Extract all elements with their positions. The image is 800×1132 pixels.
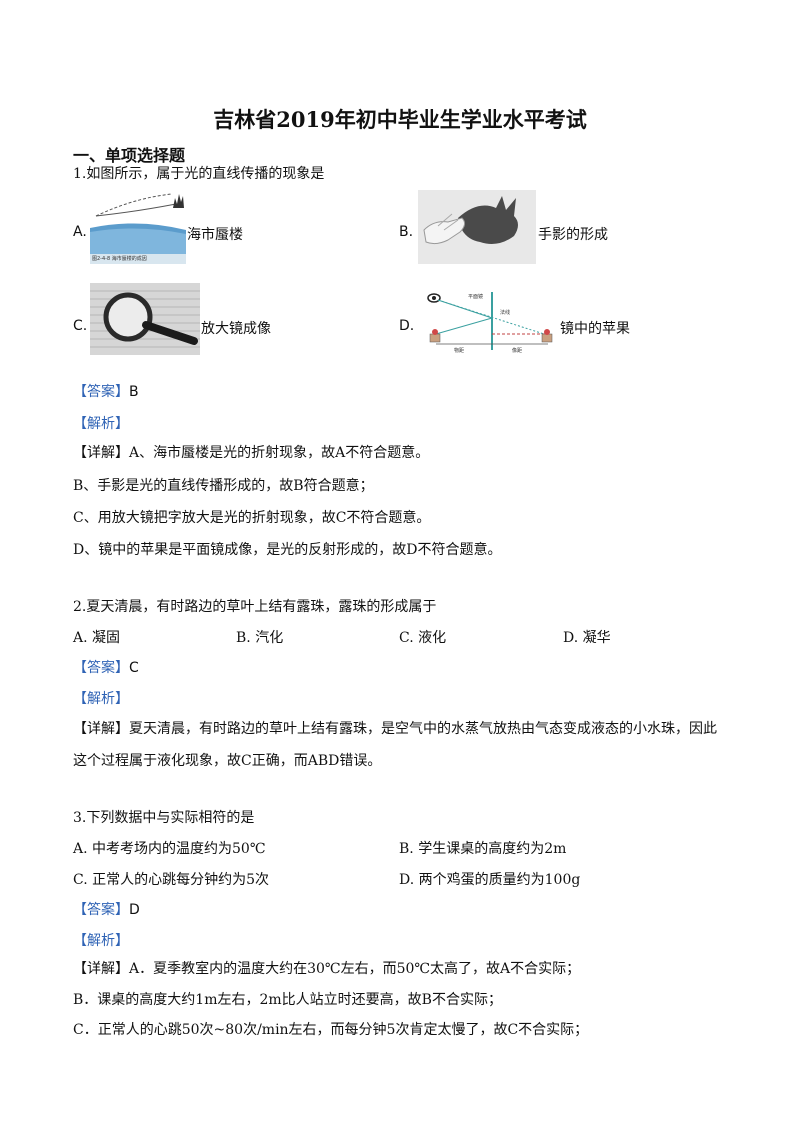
answer-tag: 【答案】: [73, 384, 129, 400]
q2-option-a: A. 凝固: [73, 630, 121, 646]
answer-value: C: [129, 660, 139, 676]
q2-option-c: C. 液化: [399, 630, 447, 646]
q3-stem: 3.下列数据中与实际相符的是: [73, 810, 255, 826]
q1-explain-line: C、用放大镜把字放大是光的折射现象，故C不符合题意。: [73, 510, 431, 526]
object-distance-label: 物距: [454, 347, 464, 354]
hand-shadow-image: [418, 190, 536, 264]
q1-explain-line: D、镜中的苹果是平面镜成像，是光的反射形成的，故D不符合题意。: [73, 542, 502, 558]
q1-option-b-label: 手影的形成: [538, 227, 608, 243]
mirror-apple-diagram: 平面镜 法线 物距 像距: [424, 288, 558, 356]
q2-answer: 【答案】C: [73, 657, 139, 677]
q2-explain-line: 【详解】夏天清晨，有时路边的草叶上结有露珠，是空气中的水蒸气放热由气态变成液态的…: [73, 721, 717, 737]
q2-analysis-tag: 【解析】: [73, 691, 129, 707]
q1-option-c-letter: C.: [73, 318, 88, 334]
q1-option-d-label: 镜中的苹果: [560, 321, 630, 337]
q3-answer: 【答案】D: [73, 899, 140, 919]
q1-explain-line: 【详解】A、海市蜃楼是光的折射现象，故A不符合题意。: [73, 445, 430, 461]
q2-option-d: D. 凝华: [563, 630, 611, 646]
answer-value: D: [129, 902, 140, 918]
q1-analysis-tag: 【解析】: [73, 416, 129, 432]
q3-explain-line: 【详解】A．夏季教室内的温度大约在30℃左右，而50℃太高了，故A不合实际；: [73, 961, 581, 977]
q3-option-c: C. 正常人的心跳每分钟约为5次: [73, 872, 270, 888]
q2-explain-line: 这个过程属于液化现象，故C正确，而ABD错误。: [73, 753, 382, 769]
mirage-caption: 图2-4-8 海市蜃楼的成因: [92, 256, 147, 262]
q2-stem: 2.夏天清晨，有时路边的草叶上结有露珠，露珠的形成属于: [73, 599, 437, 615]
normal-label: 法线: [500, 309, 510, 316]
q2-option-b: B. 汽化: [236, 630, 284, 646]
answer-tag: 【答案】: [73, 902, 129, 918]
answer-value: B: [129, 384, 139, 400]
magnifier-image: [90, 283, 200, 355]
image-distance-label: 像距: [512, 347, 522, 354]
section-heading: 一、单项选择题: [73, 146, 186, 165]
q3-explain-line: C．正常人的心跳50次~80次/min左右，而每分钟5次肯定太慢了，故C不合实际…: [73, 1022, 589, 1038]
q3-option-d: D. 两个鸡蛋的质量约为100g: [399, 872, 581, 888]
q1-option-a-label: 海市蜃楼: [187, 227, 243, 243]
q3-option-a: A. 中考考场内的温度约为50℃: [73, 841, 266, 857]
q1-stem: 1.如图所示，属于光的直线传播的现象是: [73, 166, 325, 182]
q1-option-b-letter: B.: [399, 224, 414, 240]
mirror-label: 平面镜: [468, 293, 483, 300]
q3-analysis-tag: 【解析】: [73, 933, 129, 949]
q1-option-d-letter: D.: [399, 318, 415, 334]
q3-explain-line: B．课桌的高度大约1m左右，2m比人站立时还要高，故B不合实际；: [73, 992, 502, 1008]
answer-tag: 【答案】: [73, 660, 129, 676]
q1-answer: 【答案】B: [73, 381, 139, 401]
q3-option-b: B. 学生课桌的高度约为2m: [399, 841, 567, 857]
q1-option-c-label: 放大镜成像: [201, 321, 271, 337]
page-title: 吉林省2019年初中毕业生学业水平考试: [213, 107, 587, 132]
mirage-image: 图2-4-8 海市蜃楼的成因: [90, 190, 186, 264]
q1-explain-line: B、手影是光的直线传播形成的，故B符合题意；: [73, 478, 374, 494]
q1-option-a-letter: A.: [73, 224, 87, 240]
